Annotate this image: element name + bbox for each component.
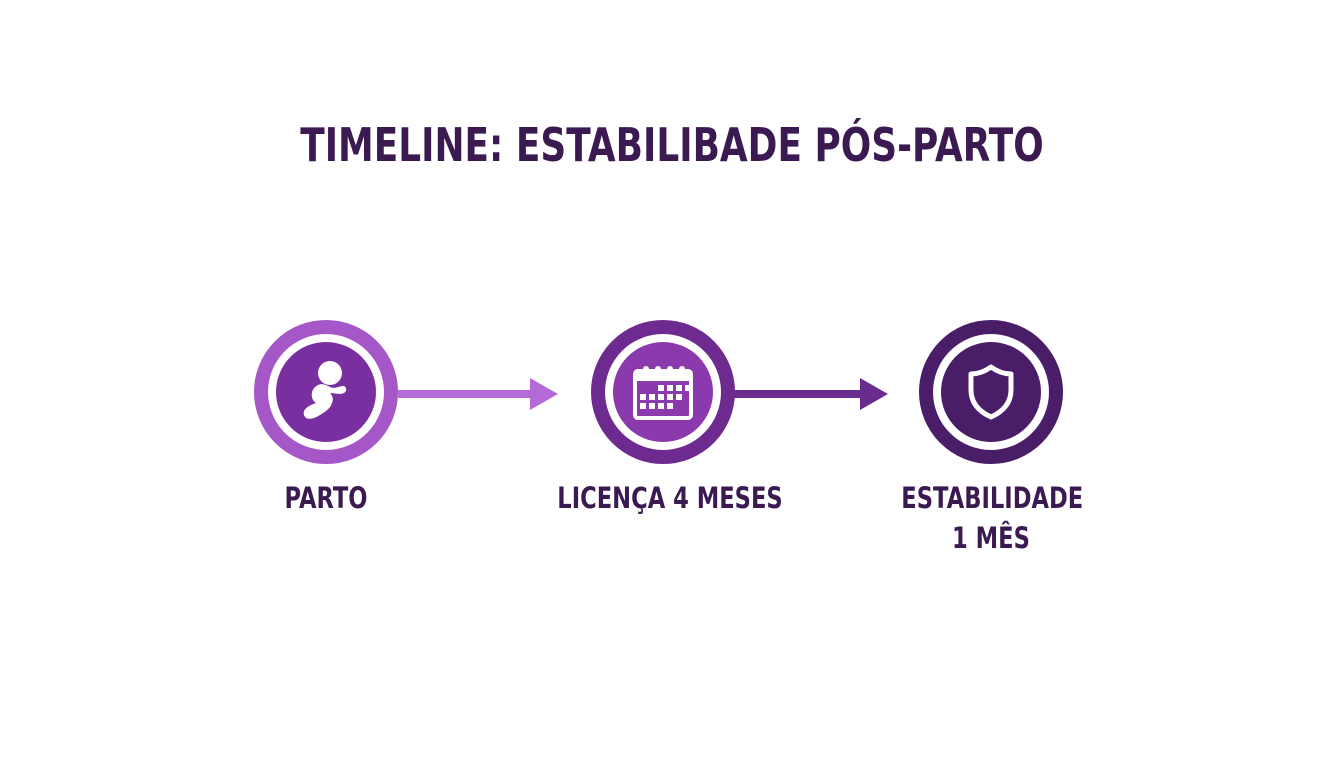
calendar-icon <box>633 366 693 420</box>
step-estabilidade-label: ESTABILIDADE 1 MÊS <box>901 478 1084 558</box>
arrow-2 <box>734 378 888 410</box>
step-estabilidade-circle <box>919 320 1063 464</box>
step-parto-label: PARTO <box>284 481 368 515</box>
shield-icon <box>968 364 1014 420</box>
step-parto-circle <box>254 320 398 464</box>
baby-icon <box>303 361 347 419</box>
page-title: TIMELINE: ESTABILIBADE PÓS-PARTO <box>300 118 1044 172</box>
step-estabilidade-label-line2: 1 MÊS <box>952 521 1030 555</box>
step-licenca-circle <box>591 320 735 464</box>
step-licenca-label: LICENÇA 4 MESES <box>557 481 783 515</box>
arrow-1 <box>398 378 558 410</box>
step-estabilidade-label-line1: ESTABILIDADE <box>901 481 1084 515</box>
